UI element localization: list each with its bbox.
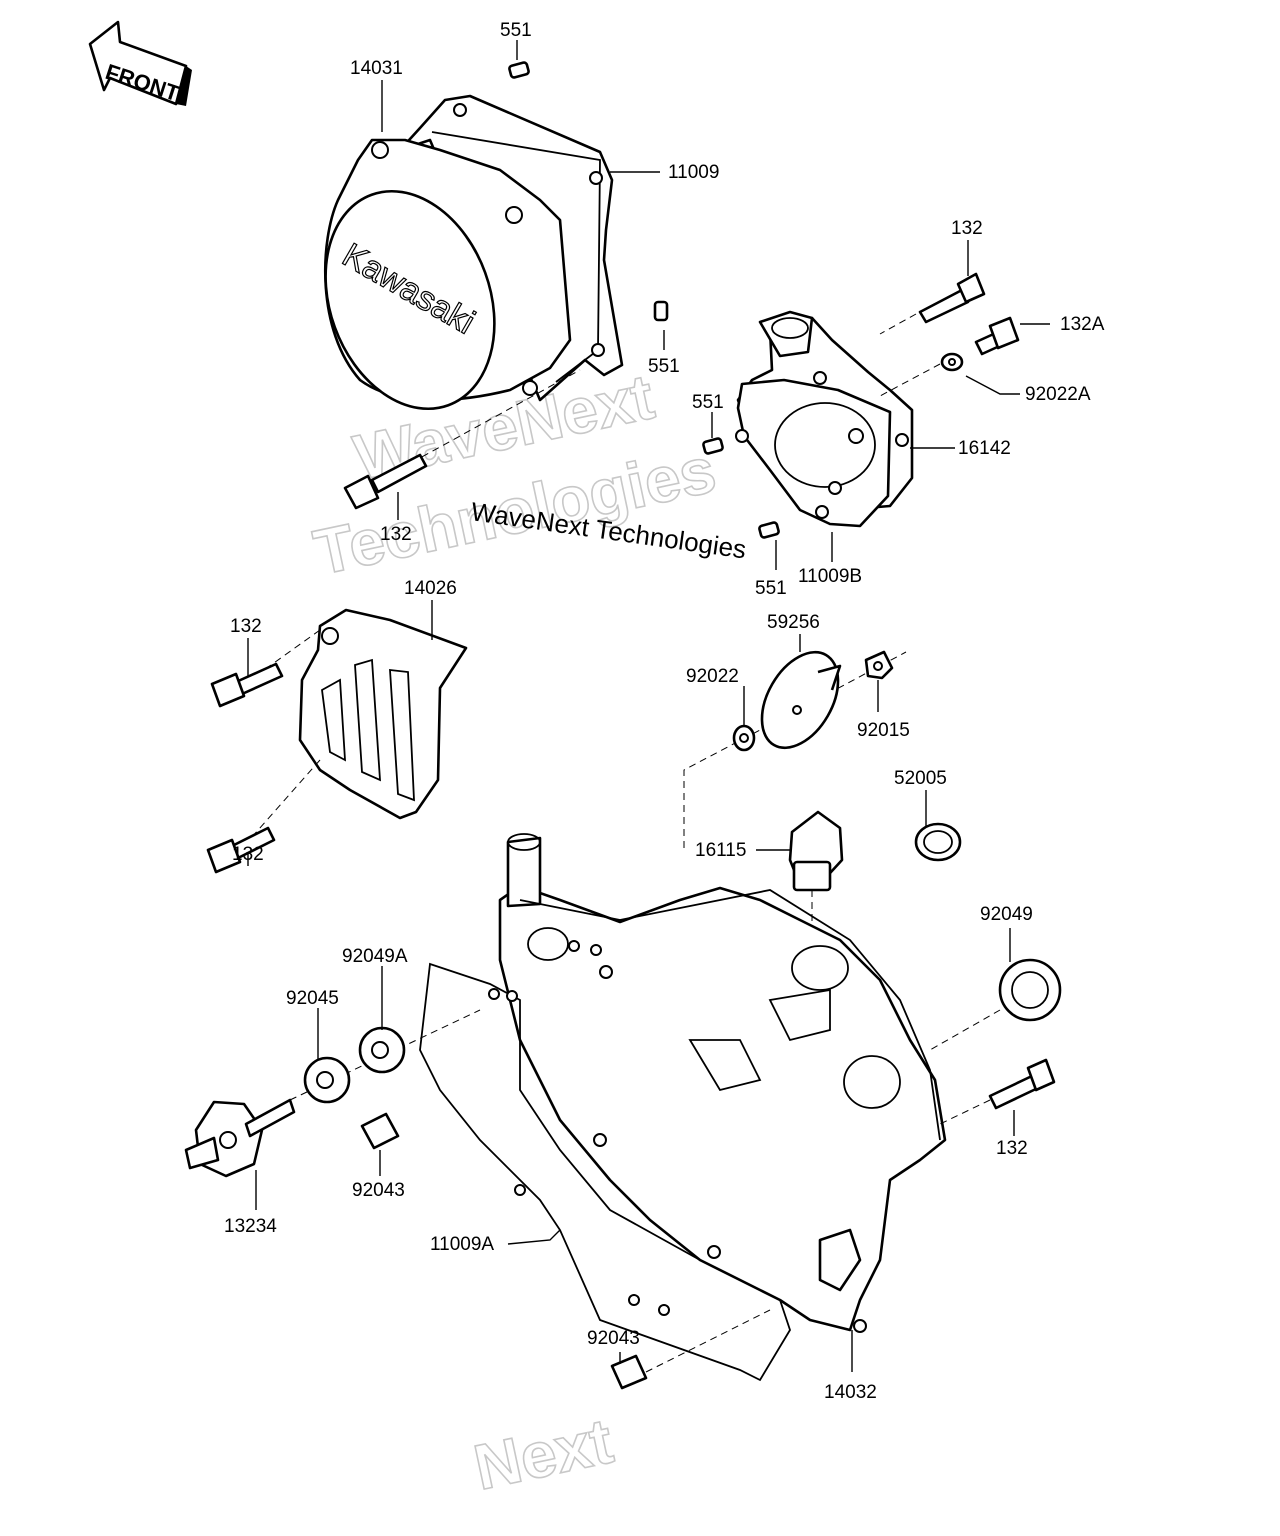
part-label: 92043 — [352, 1180, 405, 1201]
part-label: 14026 — [404, 578, 457, 599]
part-label: 132A — [1060, 314, 1105, 335]
sprocket-cover — [298, 608, 468, 820]
part-labels: 551 14031 11009 551 132 132A 92022A 551 … — [224, 20, 1105, 1403]
bolt-icon — [206, 629, 321, 874]
part-label: 92022 — [686, 666, 739, 687]
part-label: 11009B — [798, 566, 862, 587]
leader-lines — [247, 40, 1050, 1372]
part-label: 14031 — [350, 58, 403, 79]
part-label: 551 — [500, 20, 532, 41]
impeller-assembly — [683, 650, 907, 848]
part-label: 551 — [692, 392, 724, 413]
part-label: 13234 — [224, 1216, 277, 1237]
part-label: 16115 — [695, 840, 746, 861]
water-pump-cover-assembly — [735, 310, 914, 528]
part-label: 92043 — [587, 1328, 640, 1349]
part-label: 16142 — [958, 438, 1011, 459]
part-label: 11009A — [430, 1234, 494, 1255]
part-label: 92045 — [286, 988, 339, 1009]
part-label: 52005 — [894, 768, 947, 789]
part-label: 132 — [380, 524, 412, 545]
part-label: 14032 — [824, 1382, 877, 1403]
part-label: 92015 — [857, 720, 910, 741]
watermark-bottom: Next — [468, 1404, 619, 1503]
seal-and-plug — [788, 810, 962, 965]
bolt-icon — [343, 369, 581, 510]
crankcase-cover — [498, 833, 947, 1333]
dowel-pin-icon — [508, 61, 780, 539]
part-label: 551 — [755, 578, 787, 599]
part-label: 132 — [232, 844, 264, 865]
front-arrow-icon: FRONT — [88, 20, 192, 108]
clutch-cover-assembly: Kawasaki — [323, 94, 624, 411]
part-label: 59256 — [767, 612, 820, 633]
part-label: 92022A — [1025, 384, 1091, 405]
part-label: 132 — [951, 218, 983, 239]
part-label: 92049A — [342, 946, 408, 967]
gasket-outline — [419, 962, 791, 1382]
part-label: 11009 — [668, 162, 719, 183]
part-label: 92049 — [980, 904, 1033, 925]
part-label: 132 — [230, 616, 262, 637]
oil-seal — [929, 958, 1062, 1125]
bolt-icon — [879, 272, 1020, 397]
part-label: 551 — [648, 356, 680, 377]
part-label: 132 — [996, 1138, 1028, 1159]
